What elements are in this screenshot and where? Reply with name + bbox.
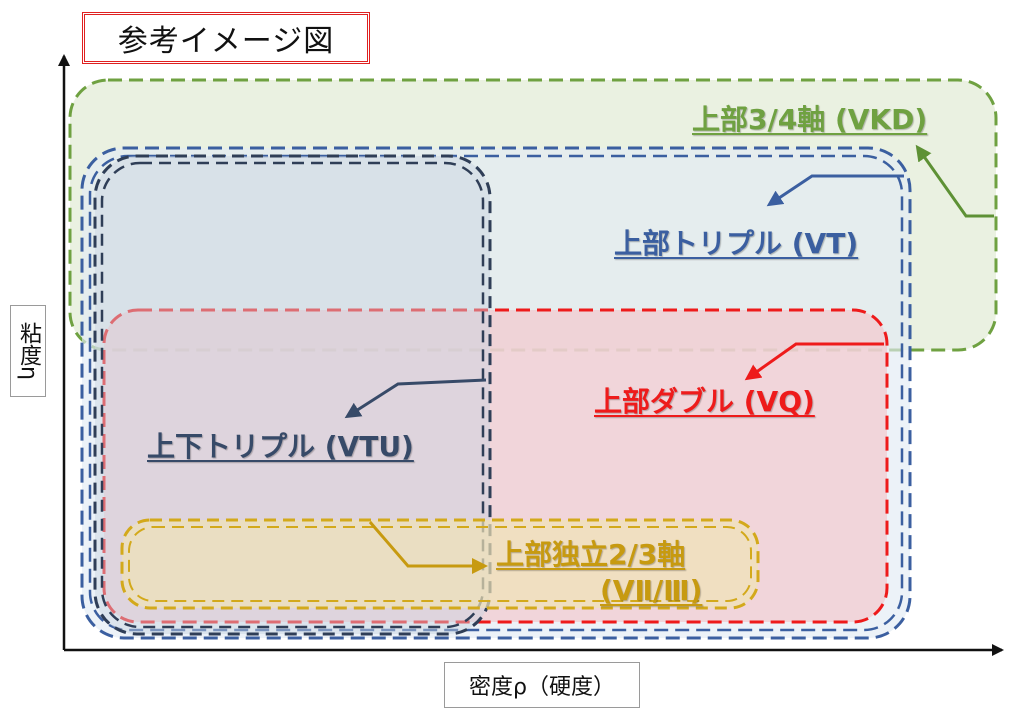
region-vtu — [93, 154, 492, 636]
y-axis-label: 粘度η — [16, 322, 41, 380]
arrow-vtu — [344, 378, 487, 419]
label-v23-line1: 上部独立2/3軸 — [496, 538, 686, 571]
title-box: 参考イメージ図 — [82, 12, 370, 64]
label-vtu: 上下トリプル (VTU) — [147, 430, 414, 463]
arrow-vkd — [915, 144, 994, 218]
region-v23 — [120, 518, 760, 610]
diagram-title: 参考イメージ図 — [117, 24, 335, 59]
region-vtu-inner-outline — [100, 161, 485, 629]
label-v23-line2: (VⅡ/Ⅲ) — [600, 574, 703, 607]
arrow-v23 — [368, 521, 488, 574]
arrow-vq — [744, 342, 884, 381]
y-axis-label-box: 粘度η — [10, 305, 46, 397]
label-vq: 上部ダブル (VQ) — [594, 385, 815, 418]
x-axis-label-box: 密度ρ（硬度） — [444, 662, 640, 708]
region-vt-inner-outline — [88, 154, 904, 632]
label-vt: 上部トリプル (VT) — [614, 227, 859, 260]
region-v23-inner-outline — [128, 526, 752, 602]
x-axis-label: 密度ρ（硬度） — [469, 675, 615, 700]
label-vkd: 上部3/4軸 (VKD) — [692, 103, 928, 136]
arrow-vt — [766, 174, 904, 207]
